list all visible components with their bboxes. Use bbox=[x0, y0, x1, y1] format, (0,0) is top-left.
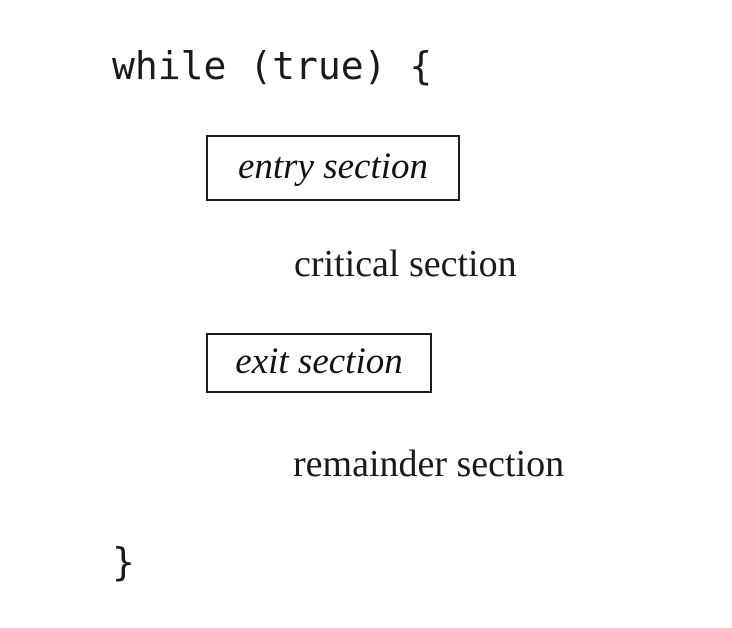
loop-closing-brace: } bbox=[112, 540, 135, 584]
remainder-section-label: remainder section bbox=[293, 443, 565, 485]
critical-section-label: critical section bbox=[294, 243, 517, 285]
entry-section-box: entry section bbox=[206, 135, 460, 201]
loop-header-line: while (true) { bbox=[112, 44, 433, 88]
exit-section-box: exit section bbox=[206, 333, 432, 393]
exit-section-label: exit section bbox=[235, 340, 403, 382]
entry-section-label: entry section bbox=[237, 145, 429, 187]
